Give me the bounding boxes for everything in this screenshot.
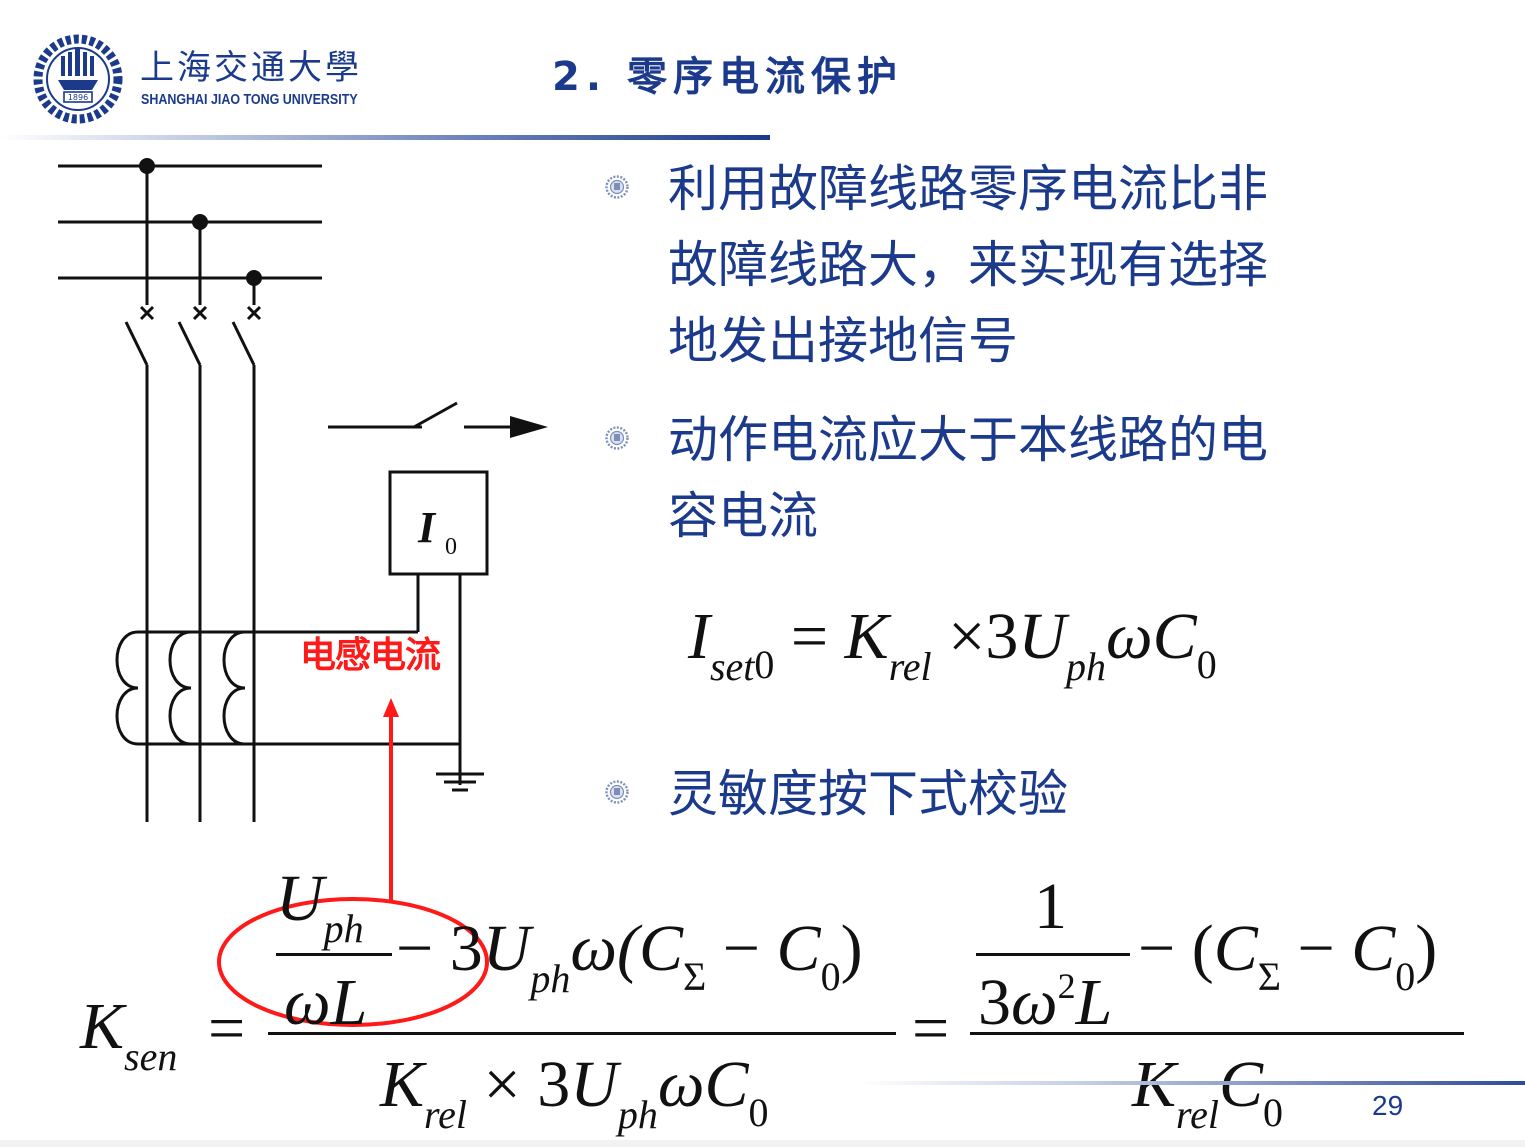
bullet-seal-icon (605, 780, 629, 804)
bullet-1: 利用故障线路零序电流比非 故障线路大，来实现有选择 地发出接地信号 (668, 151, 1428, 379)
numerator-2-rest: − (CΣ − C0) (1138, 912, 1438, 999)
logo-year: 1896 (68, 93, 88, 102)
denominator-2: KrelC0 (1132, 1048, 1284, 1137)
ksen-term: Ksen (80, 990, 178, 1079)
footer-rule (860, 1081, 1525, 1085)
bullet-seal-icon (605, 175, 629, 199)
university-name-en: SHANGHAI JIAO TONG UNIVERSITY (141, 92, 358, 108)
university-name-zh: 上海交通大學 (140, 48, 362, 88)
page-number: 29 (1372, 1090, 1404, 1121)
relay-sub: 0 (445, 534, 457, 560)
bullet-2: 动作电流应大于本线路的电 容电流 (668, 402, 1428, 554)
inner-denominator: ωL (284, 966, 368, 1039)
slide-title: 2. 零序电流保护 (552, 54, 903, 100)
inductive-current-label: 电感电流 (300, 635, 441, 676)
bullet-2-line-1: 动作电流应大于本线路的电 (668, 411, 1268, 469)
inner2-fraction-line (976, 953, 1130, 956)
bullet-2-line-2: 容电流 (668, 487, 818, 545)
bullet-seal-icon (605, 426, 629, 450)
equals-2: = (912, 992, 950, 1065)
denominator-1: Krel × 3UphωC0 (380, 1048, 769, 1137)
relay-label: I (417, 503, 437, 552)
zero-sequence-circuit-diagram: I 0 (58, 158, 548, 822)
slide-bottom-edge (0, 1140, 1525, 1147)
equals-1: = (208, 992, 246, 1065)
inner-numerator: Uph (276, 862, 364, 951)
main-fraction-line-1 (268, 1032, 896, 1035)
bullet-3: 灵敏度按下式校验 (668, 756, 1428, 832)
inner2-numerator: 1 (1034, 870, 1067, 943)
bullet-1-line-3: 地发出接地信号 (668, 312, 1018, 370)
bullet-3-line-1: 灵敏度按下式校验 (668, 765, 1068, 823)
title-rule (0, 135, 770, 140)
setting-current-formula: Iset0 = Krel ×3UphωC0 (688, 600, 1217, 689)
bullet-1-line-2: 故障线路大，来实现有选择 (668, 236, 1268, 294)
university-logo: 1896 (33, 34, 123, 124)
numerator-1-rest: − 3Uphω(CΣ − C0) (396, 912, 863, 1001)
inner-fraction-line (276, 953, 392, 956)
bullet-1-line-1: 利用故障线路零序电流比非 (668, 160, 1268, 218)
main-fraction-line-2 (970, 1032, 1464, 1035)
inner2-denominator: 3ω2L (978, 966, 1113, 1039)
